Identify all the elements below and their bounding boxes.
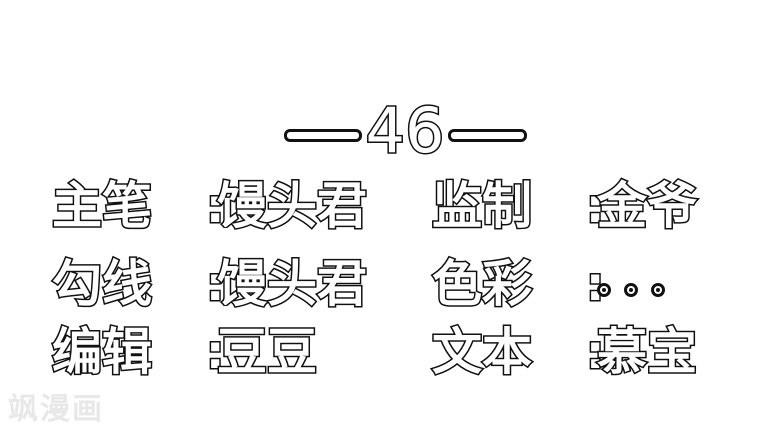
credit-value: 慕宝: [596, 322, 699, 383]
credit-value: 豆豆: [216, 322, 319, 383]
credit-label: 色彩: [431, 254, 534, 315]
watermark: 飒漫画: [8, 392, 104, 427]
credit-supervisor: 监制 : 金爷: [431, 176, 699, 237]
credit-line-art: 勾线 : 馒头君: [51, 254, 369, 315]
credit-value-ellipsis: [597, 254, 665, 314]
title-dash-right: [448, 129, 527, 142]
credit-colon: :: [204, 324, 225, 381]
credit-value: 馒头君: [216, 254, 369, 315]
ring-dot-icon: [597, 283, 611, 297]
credit-value: 馒头君: [216, 176, 369, 237]
credit-label: 文本: [431, 322, 534, 383]
credit-label: 主笔: [51, 176, 154, 237]
credit-coloring: 色彩 :: [431, 254, 665, 315]
ring-dot-icon: [624, 283, 638, 297]
chapter-number: 46: [364, 94, 446, 167]
ring-dot-icon: [651, 283, 665, 297]
credit-value: 金爷: [596, 176, 699, 237]
credit-colon: :: [584, 178, 605, 235]
credit-label: 编辑: [51, 322, 154, 383]
credit-colon: :: [584, 324, 605, 381]
title-dash-left: [284, 129, 362, 142]
credit-colon: :: [204, 178, 225, 235]
credit-label: 勾线: [51, 254, 154, 315]
credit-editor: 编辑 : 豆豆: [51, 322, 319, 383]
credit-colon: :: [584, 256, 605, 313]
chapter-heading: 46: [0, 50, 760, 167]
credit-label: 监制: [431, 176, 534, 237]
credit-script: 文本 : 慕宝: [431, 322, 699, 383]
credit-lead-artist: 主笔 : 馒头君: [51, 176, 369, 237]
credit-colon: :: [204, 256, 225, 313]
